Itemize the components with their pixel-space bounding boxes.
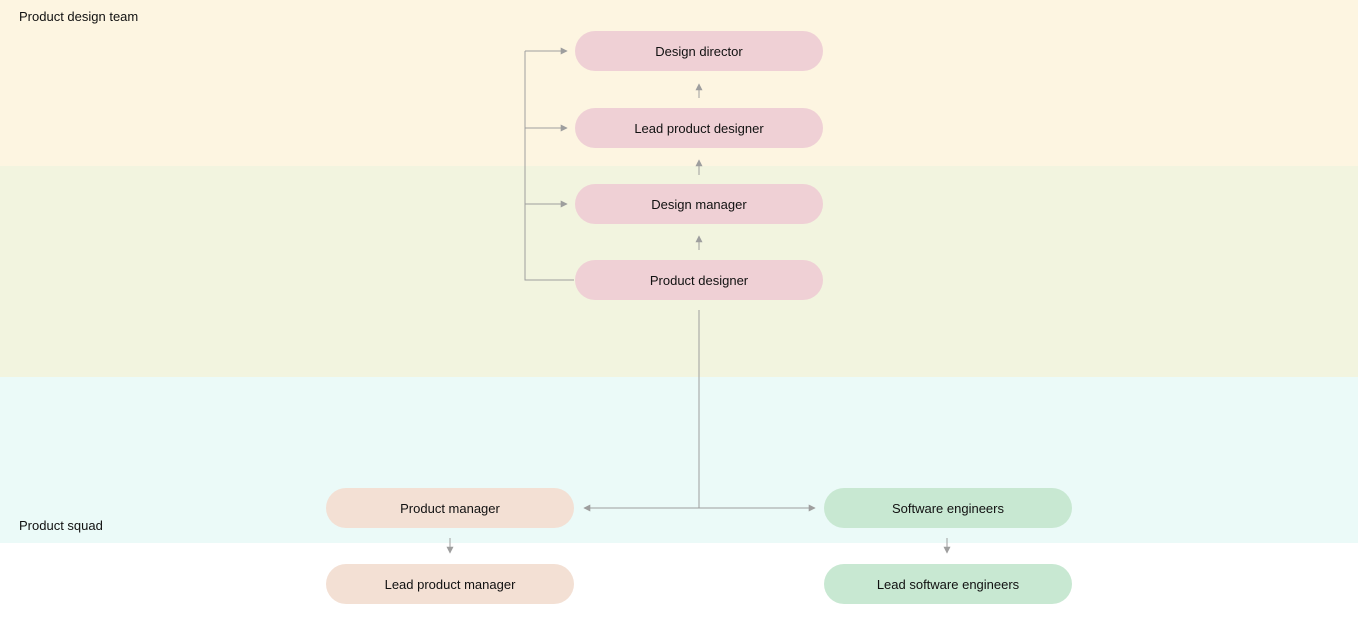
node-software-engineers: Software engineers (824, 488, 1072, 528)
region-label-design-team: Product design team (19, 9, 139, 24)
bracket-line (524, 51, 574, 281)
region-label-product-squad: Product squad (19, 518, 103, 533)
node-product-designer: Product designer (575, 260, 823, 300)
node-product-manager: Product manager (326, 488, 574, 528)
node-lead-product-manager: Lead product manager (326, 564, 574, 604)
node-lead-software-engineers: Lead software engineers (824, 564, 1072, 604)
node-design-director: Design director (575, 31, 823, 71)
node-design-manager: Design manager (575, 184, 823, 224)
node-lead-product-designer: Lead product designer (575, 108, 823, 148)
product-squad-band (0, 377, 1358, 543)
